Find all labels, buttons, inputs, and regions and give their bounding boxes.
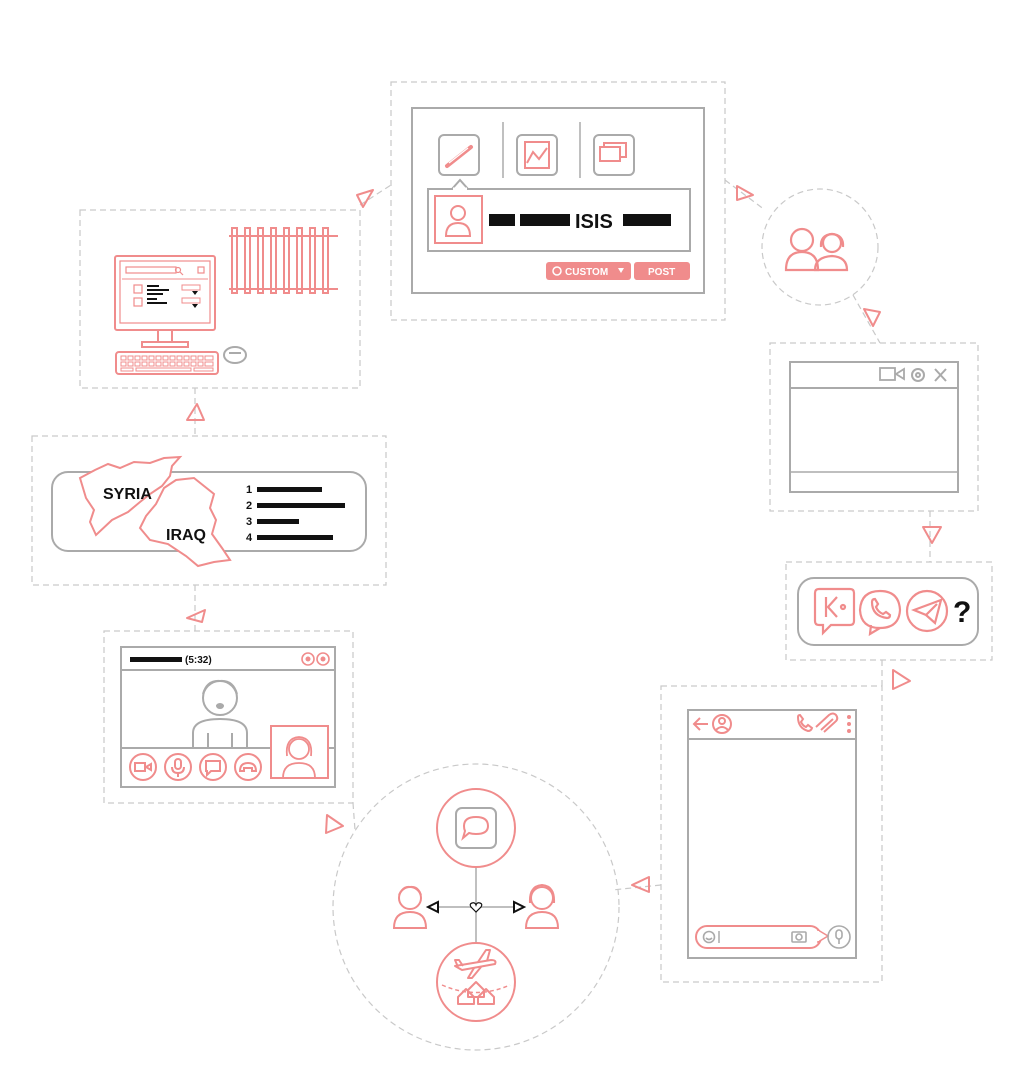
- more-icon[interactable]: [847, 715, 851, 733]
- blank-window: [789, 361, 959, 493]
- video-call: (5:32): [120, 646, 336, 788]
- svg-text:3: 3: [246, 516, 252, 528]
- arrow-to-computer: [186, 403, 205, 421]
- monitor-icon: [114, 255, 216, 348]
- country-syria: SYRIA: [103, 486, 152, 503]
- travel-connection: [392, 788, 560, 1022]
- iraq-shape: [138, 476, 232, 568]
- frame-map: [31, 435, 387, 586]
- kik-icon[interactable]: [813, 587, 856, 636]
- call-timer: (5:32): [185, 655, 212, 666]
- close-icon[interactable]: [934, 368, 947, 382]
- arrow-to-phone: [892, 669, 911, 690]
- arrow-to-post: [356, 189, 374, 208]
- map-panel: SYRIA IRAQ 1 2 3 4: [51, 455, 367, 568]
- headline-word: ISIS: [575, 211, 613, 233]
- frame-phone: [660, 685, 883, 983]
- phone-icon[interactable]: [796, 713, 814, 733]
- emoji-icon[interactable]: [702, 930, 716, 944]
- arrow-to-travel: [631, 876, 650, 893]
- minimize-icon[interactable]: [301, 652, 315, 666]
- people-icon: [784, 227, 849, 272]
- mouse-icon: [223, 346, 247, 364]
- whatsapp-icon[interactable]: [858, 589, 902, 637]
- syria-shape: [78, 455, 183, 537]
- frame-video: [103, 630, 354, 804]
- computer-panel: [114, 227, 338, 375]
- keyboard-icon: [115, 351, 219, 375]
- frame-people: [761, 188, 879, 306]
- frame-computer: [79, 209, 361, 389]
- svg-text:4: 4: [246, 532, 253, 544]
- phone-chat: [687, 709, 857, 959]
- heart-icon: [469, 902, 483, 913]
- svg-text:1: 1: [246, 484, 252, 496]
- frame-travel: [332, 763, 620, 1051]
- self-view: [270, 725, 329, 779]
- country-iraq: IRAQ: [166, 527, 206, 544]
- hang-up-icon[interactable]: [234, 753, 262, 781]
- houses-icon: [457, 981, 495, 1005]
- arrow-to-video: [325, 814, 344, 834]
- microphone-control-icon[interactable]: [164, 753, 192, 781]
- post-panel: ISIS CUSTOM POST: [411, 107, 705, 294]
- user-icon: [434, 195, 483, 244]
- telegram-icon[interactable]: [905, 589, 949, 633]
- chat-control-icon[interactable]: [199, 753, 227, 781]
- person-male-icon: [392, 885, 428, 929]
- frame-post: [390, 81, 726, 321]
- svg-text:POST: POST: [648, 267, 675, 278]
- album-icon[interactable]: [593, 134, 635, 176]
- arrow-to-people: [736, 185, 754, 201]
- video-icon[interactable]: [879, 367, 905, 381]
- gear-icon[interactable]: [911, 368, 925, 382]
- paperclip-icon[interactable]: [815, 712, 839, 733]
- arrow-to-map: [186, 609, 206, 623]
- pencil-icon[interactable]: [438, 134, 480, 176]
- caller-name-redacted: [130, 657, 182, 662]
- post-button[interactable]: POST: [634, 262, 690, 280]
- svg-text:CUSTOM: CUSTOM: [565, 267, 608, 278]
- redacted-text: [489, 214, 671, 226]
- camera-icon[interactable]: [791, 931, 807, 943]
- ranked-list: 1 2 3 4: [246, 484, 345, 544]
- person-female-icon: [524, 883, 560, 929]
- chat-bubble-node: [436, 788, 516, 868]
- frame-apps: [785, 561, 993, 661]
- contact-avatar-icon[interactable]: [712, 714, 732, 734]
- custom-button[interactable]: CUSTOM: [546, 262, 631, 280]
- close-call-icon[interactable]: [316, 652, 330, 666]
- back-arrow-icon[interactable]: [692, 717, 708, 731]
- connector-lines: [194, 179, 931, 891]
- blinds-icon: [229, 227, 338, 294]
- unknown-app: ?: [953, 596, 971, 629]
- frame-window: [769, 342, 979, 512]
- camera-control-icon[interactable]: [129, 753, 157, 781]
- recruiter-figure: [192, 679, 248, 748]
- arrowheads: [186, 185, 942, 893]
- airplane-icon: [454, 949, 497, 979]
- microphone-icon[interactable]: [827, 925, 851, 949]
- arrow-to-window: [863, 308, 881, 327]
- arrow-to-apps: [922, 526, 942, 544]
- svg-text:2: 2: [246, 500, 252, 512]
- apps-panel: ?: [797, 577, 979, 646]
- panel-frames: [31, 81, 993, 1051]
- image-icon[interactable]: [516, 134, 558, 176]
